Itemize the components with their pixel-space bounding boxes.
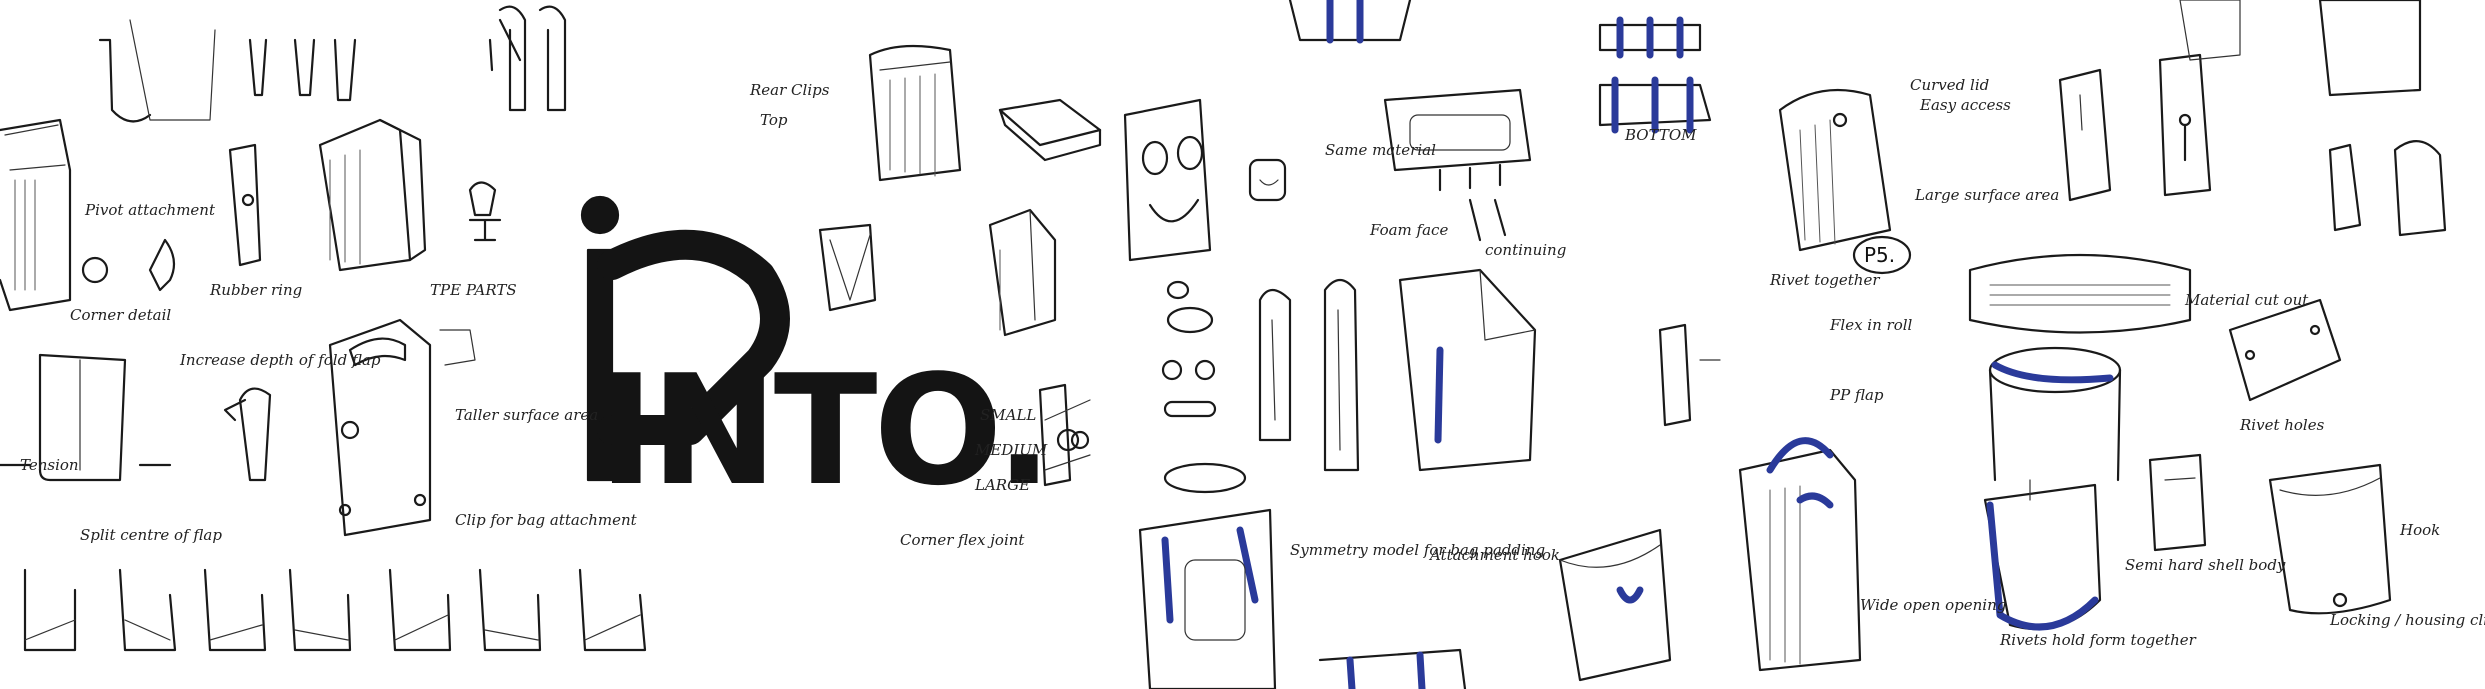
right-sketch-panel: P5. <box>1558 0 2447 682</box>
svg-text:Taller surface area: Taller surface area <box>455 406 598 424</box>
svg-text:Foam face: Foam face <box>1369 221 1448 239</box>
svg-text:Easy access: Easy access <box>1919 96 2011 114</box>
svg-text:Semi hard shell body: Semi hard shell body <box>2125 556 2286 574</box>
svg-text:Rivets hold form together: Rivets hold form together <box>1999 631 2197 649</box>
svg-text:Tension: Tension <box>20 456 79 474</box>
logo-wordmark: INTO. <box>598 342 1049 519</box>
svg-text:continuing: continuing <box>1485 241 1566 259</box>
svg-text:Symmetry model for bag padding: Symmetry model for bag padding <box>1290 541 1545 559</box>
svg-text:Curved lid: Curved lid <box>1910 76 1989 94</box>
svg-text:Top: Top <box>760 111 788 129</box>
svg-text:Rivet together: Rivet together <box>1769 271 1880 289</box>
svg-text:Material cut out: Material cut out <box>2184 291 2309 309</box>
svg-text:Clip for bag attachment: Clip for bag attachment <box>455 511 638 529</box>
svg-text:Corner flex joint: Corner flex joint <box>900 531 1025 549</box>
svg-text:Pivot attachment: Pivot attachment <box>84 201 216 219</box>
svg-text:Wide open opening: Wide open opening <box>1860 596 2006 614</box>
svg-text:Rivet holes: Rivet holes <box>2239 416 2325 434</box>
flap-variation-strip <box>23 568 647 652</box>
svg-text:Split centre of flap: Split centre of flap <box>80 526 222 544</box>
svg-text:Locking / housing clip: Locking / housing clip <box>2329 611 2485 629</box>
svg-text:Attachment hook: Attachment hook <box>1428 546 1560 564</box>
svg-text:Rear Clips: Rear Clips <box>749 81 830 99</box>
svg-text:Increase depth of fold flap: Increase depth of fold flap <box>179 351 381 369</box>
svg-text:Large surface area: Large surface area <box>1914 186 2059 204</box>
into-logo: INTO. <box>580 195 1053 519</box>
svg-text:Rubber ring: Rubber ring <box>209 281 302 299</box>
svg-text:Corner detail: Corner detail <box>70 306 171 324</box>
left-sketch-panel <box>0 5 647 652</box>
svg-text:BOTTOM: BOTTOM <box>1624 126 1697 144</box>
svg-text:Flex in roll: Flex in roll <box>1829 316 1913 334</box>
svg-text:LARGE: LARGE <box>974 476 1030 494</box>
handwritten-notes: Tension Pivot attachment Corner detail I… <box>20 76 2485 649</box>
svg-text:PP flap: PP flap <box>1829 386 1884 404</box>
p5-label: P5. <box>1864 243 1895 267</box>
svg-text:Hook: Hook <box>2399 521 2440 539</box>
svg-text:Same material: Same material <box>1325 141 1436 159</box>
svg-text:TPE PARTS: TPE PARTS <box>430 281 517 299</box>
svg-text:MEDIUM: MEDIUM <box>974 441 1048 459</box>
svg-text:SMALL: SMALL <box>980 406 1036 424</box>
centre-sketch-panel: INTO. <box>580 0 1537 689</box>
